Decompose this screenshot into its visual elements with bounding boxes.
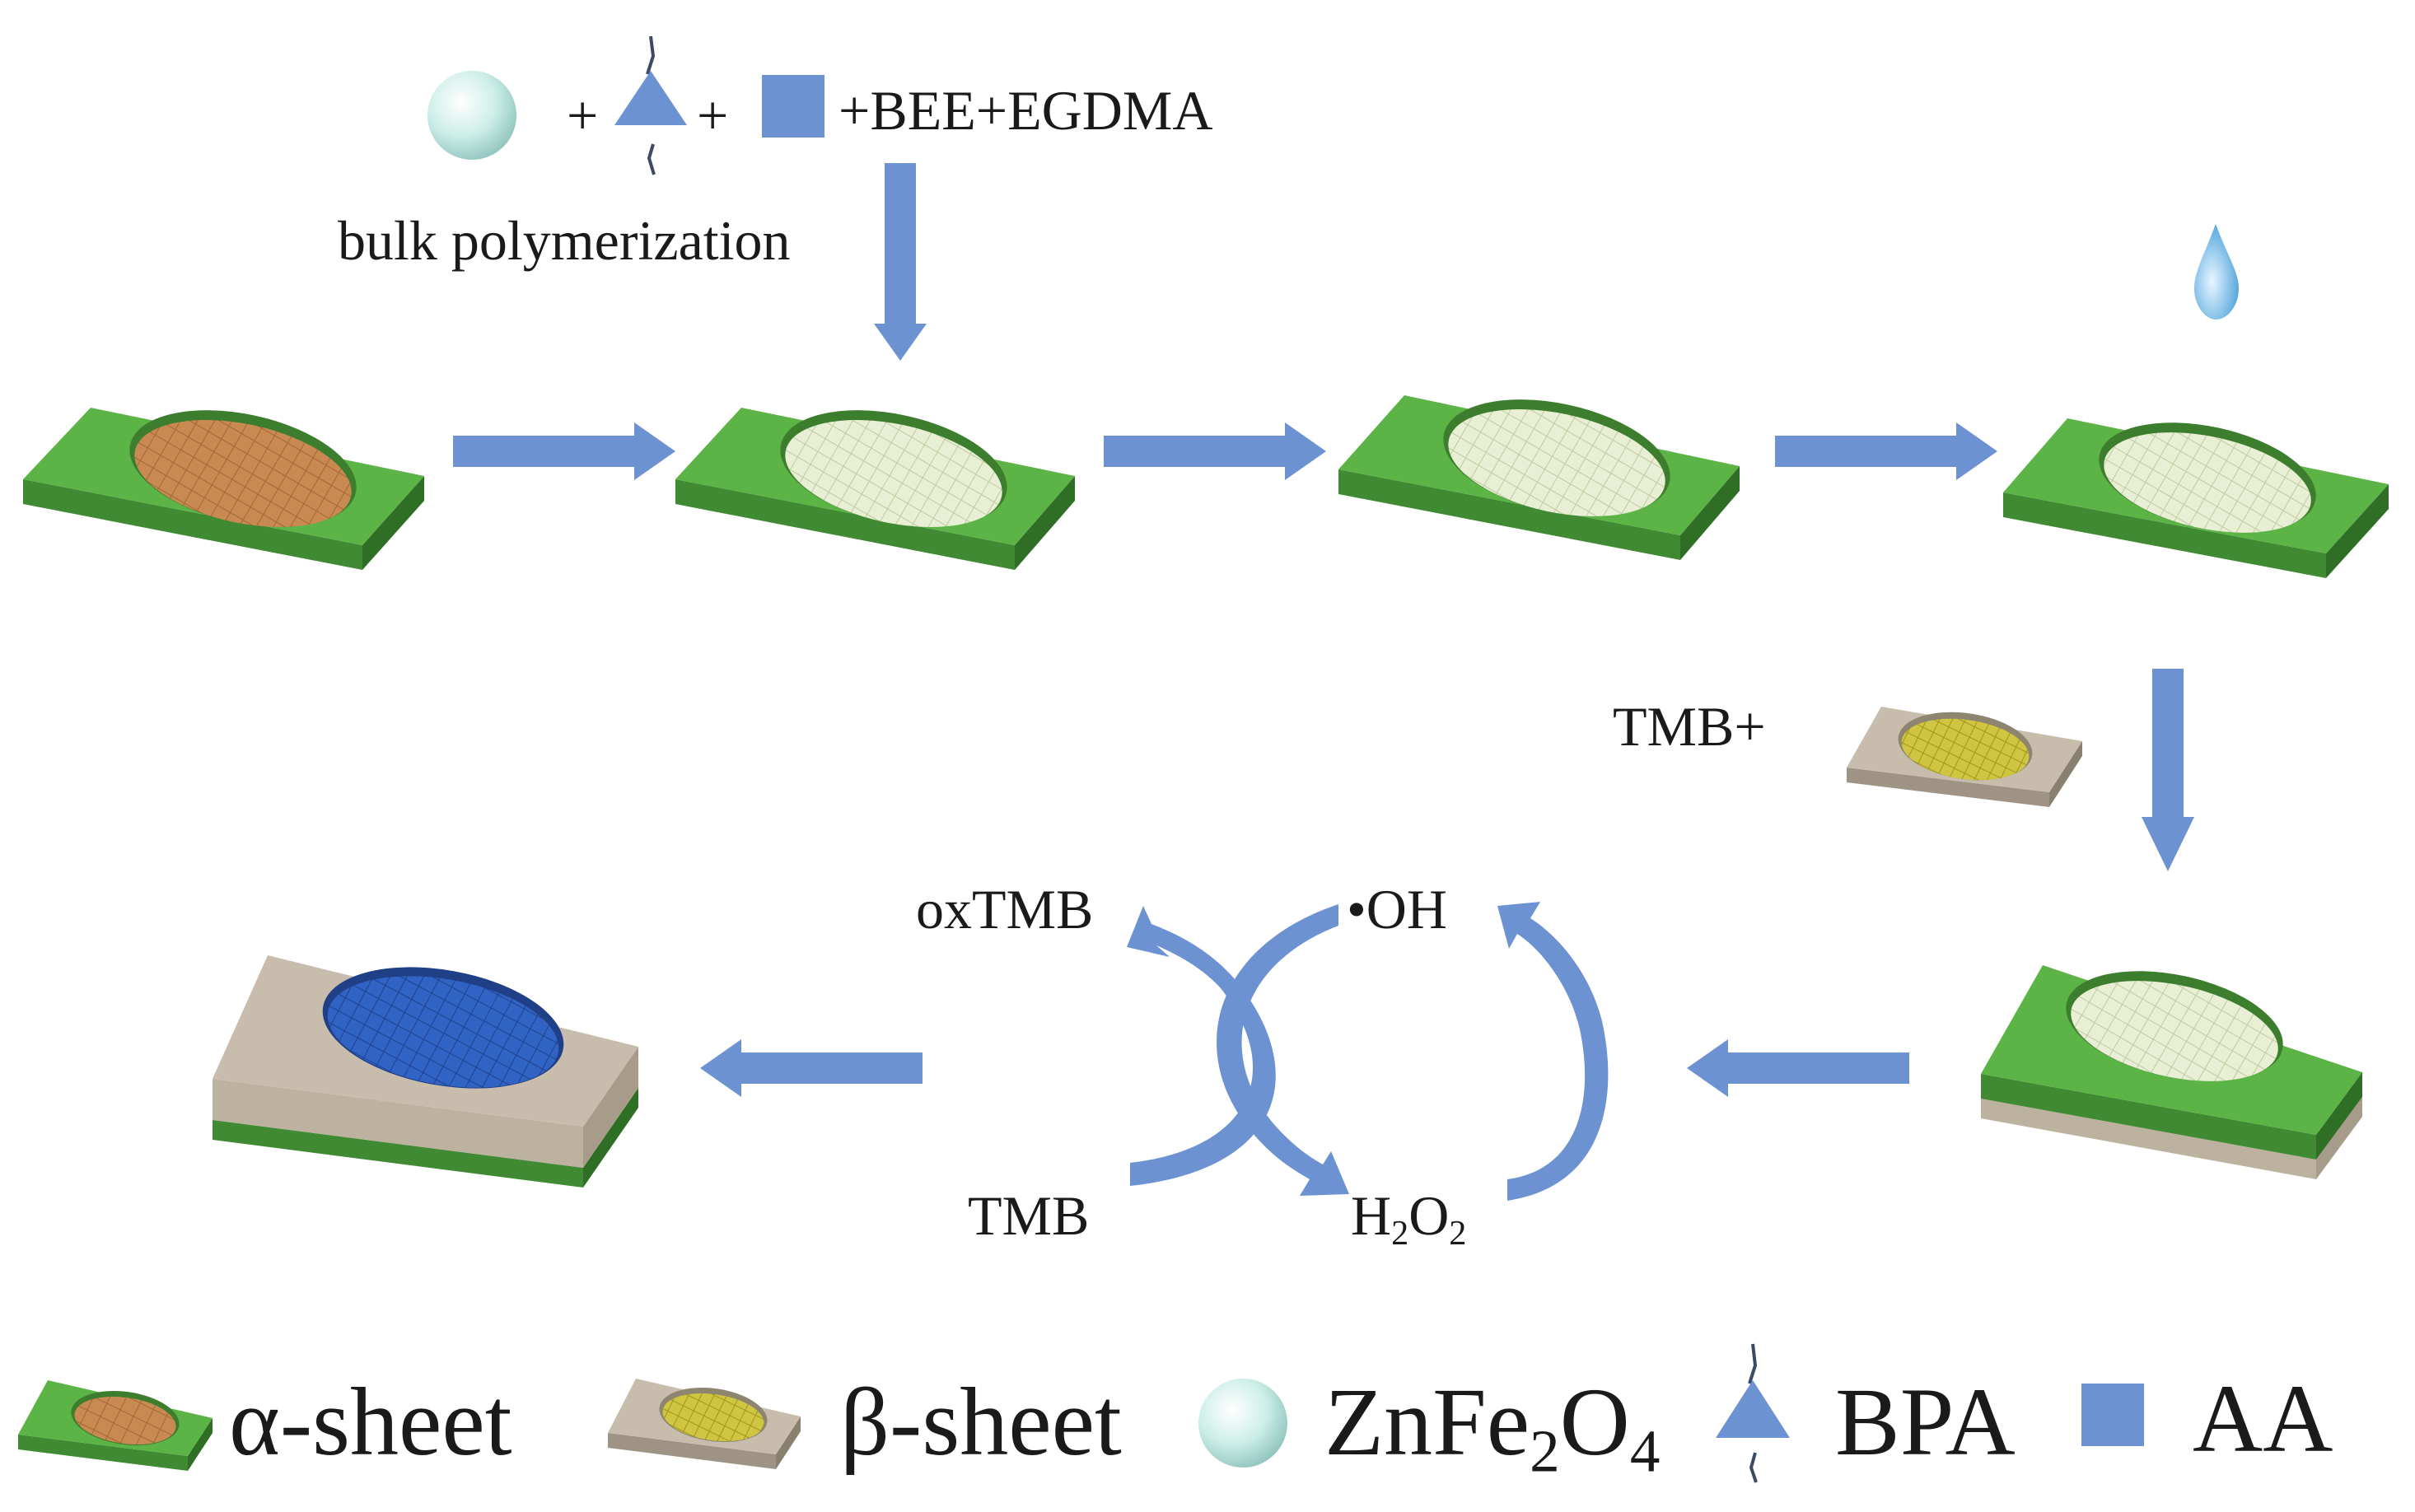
imprinted-sheet-2: [675, 408, 1075, 570]
imprinted-sheet-4: [2003, 418, 2389, 578]
legend-aa-icon: [2081, 1384, 2144, 1446]
composite-sheet-right: [1981, 965, 2362, 1179]
plus-sign-2: +: [697, 84, 729, 147]
legend-beta-sheet-icon: [608, 1379, 801, 1469]
down-arrow-right: [2142, 669, 2194, 871]
reagent-aa-icon: [762, 75, 824, 138]
tmb-plus-label: TMB+: [1613, 695, 1766, 758]
result-sheet-blue: [213, 955, 638, 1188]
tmb-label: TMB: [968, 1184, 1090, 1247]
reagent-sphere-icon: [427, 71, 516, 160]
legend-aa-label: AA: [2193, 1365, 2333, 1472]
arrow-right-1: [453, 422, 675, 480]
h2o2-label: H2O2: [1351, 1184, 1467, 1253]
legend-bpa-icon: [1716, 1343, 1790, 1483]
legend-bpa-label: BPA: [1835, 1368, 2016, 1476]
reagents-text: +BEE+EGDMA: [838, 79, 1213, 142]
legend-beta-label: β-sheet: [840, 1368, 1122, 1476]
legend-sphere-icon: [1198, 1379, 1287, 1468]
legend-alpha-sheet-icon: [18, 1380, 213, 1471]
arrow-left-2: [700, 1039, 923, 1097]
reagent-bpa-icon: [614, 35, 687, 175]
legend-alpha-label: α-sheet: [229, 1368, 512, 1476]
water-drop-icon: [2194, 224, 2239, 320]
arrow-left-1: [1687, 1039, 1909, 1097]
arrow-right-3: [1775, 422, 1997, 480]
hydroxyl-radical-label: •OH: [1347, 878, 1448, 940]
legend-znfe2o4-label: ZnFe2O4: [1324, 1368, 1661, 1485]
oxtmb-label: oxTMB: [916, 878, 1094, 940]
cycle-arrows: [1127, 902, 1609, 1201]
plus-sign-1: +: [567, 84, 599, 147]
alpha-sheet-1: [23, 408, 424, 570]
beta-sheet-small: [1847, 707, 2082, 807]
imprinted-sheet-3: [1338, 395, 1740, 560]
down-arrow-polymerization: [874, 163, 927, 361]
bulk-polymerization-label: bulk polymerization: [338, 209, 791, 272]
arrow-right-2: [1104, 422, 1326, 480]
